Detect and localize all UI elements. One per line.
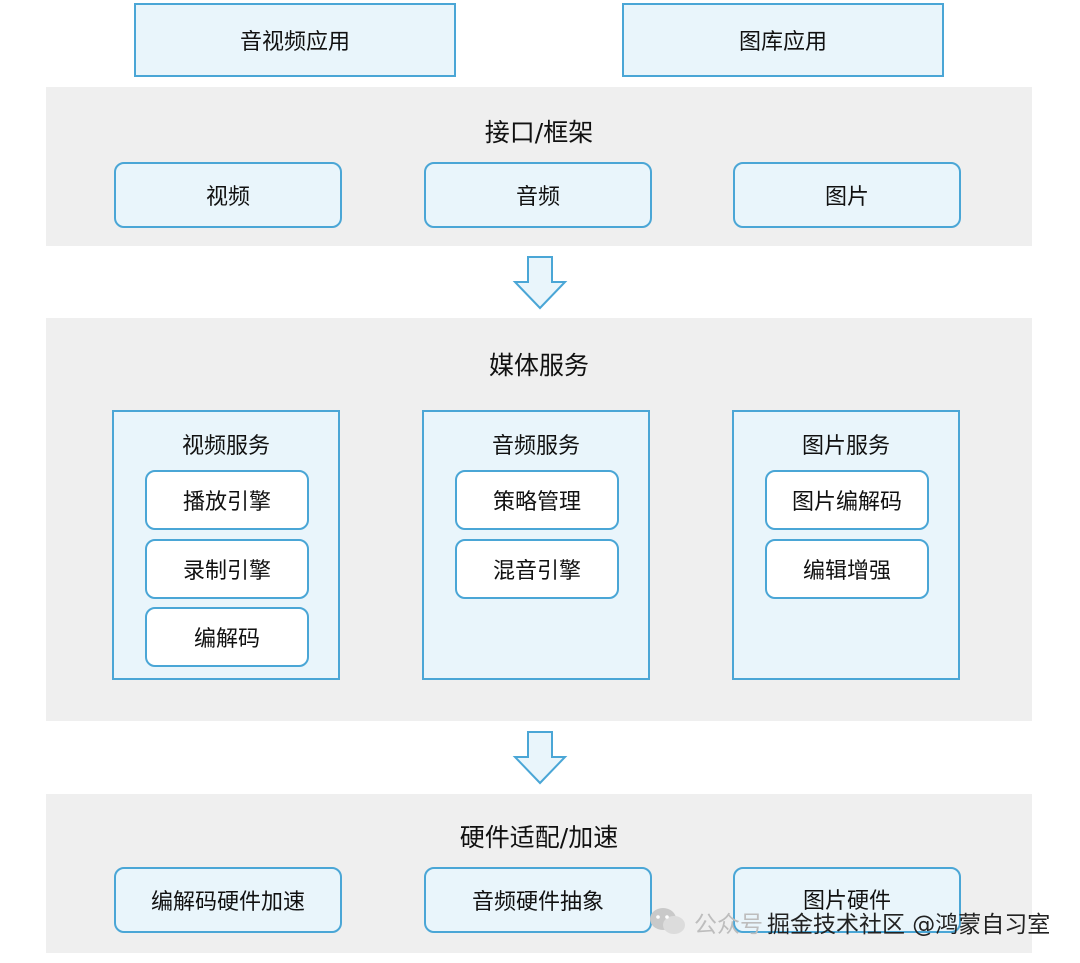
playback-engine-box: 播放引擎 [145, 470, 309, 530]
hardware-band: 硬件适配/加速 编解码硬件加速 音频硬件抽象 图片硬件 [46, 794, 1032, 953]
av-app-box: 音视频应用 [134, 3, 456, 77]
policy-management-box: 策略管理 [455, 470, 619, 530]
audio-hal-box: 音频硬件抽象 [424, 867, 652, 933]
watermark-text: 掘金技术社区 @鸿蒙自习室 [767, 912, 1051, 938]
down-arrow-icon [512, 256, 568, 310]
audio-hal-label: 音频硬件抽象 [471, 890, 604, 915]
interface-video-box: 视频 [114, 162, 342, 228]
record-engine-label: 录制引擎 [182, 559, 271, 584]
policy-management-label: 策略管理 [492, 490, 581, 515]
video-service-panel: 视频服务 播放引擎 录制引擎 编解码 [112, 410, 340, 680]
watermark: 公众号 掘金技术社区 @鸿蒙自习室 [648, 900, 1050, 944]
playback-engine-label: 播放引擎 [182, 490, 271, 515]
watermark-prefix: 公众号 [694, 912, 763, 938]
interface-image-box: 图片 [733, 162, 961, 228]
interface-audio-label: 音频 [515, 185, 560, 210]
image-service-panel: 图片服务 图片编解码 编辑增强 [732, 410, 960, 680]
image-codec-box: 图片编解码 [765, 470, 929, 530]
image-codec-label: 图片编解码 [791, 490, 902, 515]
video-service-title: 视频服务 [181, 434, 270, 459]
mixer-engine-box: 混音引擎 [455, 539, 619, 599]
image-hw-label: 图片硬件 [802, 889, 891, 914]
down-arrow-icon [512, 731, 568, 785]
mixer-engine-label: 混音引擎 [492, 559, 581, 584]
video-codec-label: 编解码 [193, 627, 260, 652]
record-engine-box: 录制引擎 [145, 539, 309, 599]
interface-title: 接口/框架 [484, 118, 594, 147]
media-service-band: 媒体服务 视频服务 播放引擎 录制引擎 编解码 音频服务 策略管理 混音引擎 图… [46, 318, 1032, 721]
codec-hw-accel-label: 编解码硬件加速 [150, 890, 305, 915]
video-codec-box: 编解码 [145, 607, 309, 667]
media-service-title: 媒体服务 [488, 351, 589, 380]
audio-service-panel: 音频服务 策略管理 混音引擎 [422, 410, 650, 680]
interface-image-label: 图片 [824, 185, 869, 210]
gallery-app-box: 图库应用 [622, 3, 944, 77]
audio-service-title: 音频服务 [491, 434, 580, 459]
image-hw-box: 图片硬件 [733, 867, 961, 933]
edit-enhance-box: 编辑增强 [765, 539, 929, 599]
gallery-app-label: 图库应用 [738, 30, 827, 55]
image-service-title: 图片服务 [801, 434, 890, 459]
edit-enhance-label: 编辑增强 [802, 559, 891, 584]
wechat-icon [650, 908, 685, 934]
interface-band: 接口/框架 视频 音频 图片 [46, 87, 1032, 246]
hardware-title: 硬件适配/加速 [459, 823, 619, 852]
codec-hw-accel-box: 编解码硬件加速 [114, 867, 342, 933]
av-app-label: 音视频应用 [239, 30, 350, 55]
interface-video-label: 视频 [205, 185, 250, 210]
interface-audio-box: 音频 [424, 162, 652, 228]
